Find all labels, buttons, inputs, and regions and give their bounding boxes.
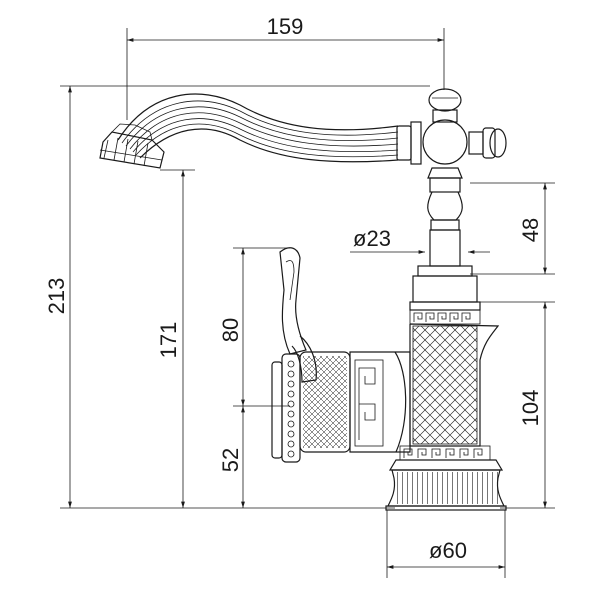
dim-stem-diameter: ø23	[350, 226, 490, 254]
dim-label-48: 48	[518, 218, 543, 242]
dim-label-80: 80	[218, 318, 243, 342]
dim-label-171: 171	[156, 322, 181, 359]
dim-label-159: 159	[267, 14, 304, 39]
dim-spout-height: 171	[156, 169, 195, 508]
dim-cap-height: 48	[470, 182, 555, 275]
dim-handle-base: 52	[218, 406, 245, 508]
dim-body-height: 104	[480, 301, 555, 509]
dim-overall-height: 213	[44, 85, 430, 509]
dim-label-d23: ø23	[353, 226, 391, 251]
dim-label-d60: ø60	[429, 538, 467, 563]
dim-label-104: 104	[518, 390, 543, 427]
dim-label-52: 52	[218, 448, 243, 472]
dim-handle-length: 80	[218, 247, 290, 407]
dim-label-213: 213	[44, 278, 69, 315]
faucet-body	[99, 88, 507, 511]
dim-base-diameter: ø60	[386, 510, 506, 578]
dim-overall-width: 159	[126, 14, 445, 120]
